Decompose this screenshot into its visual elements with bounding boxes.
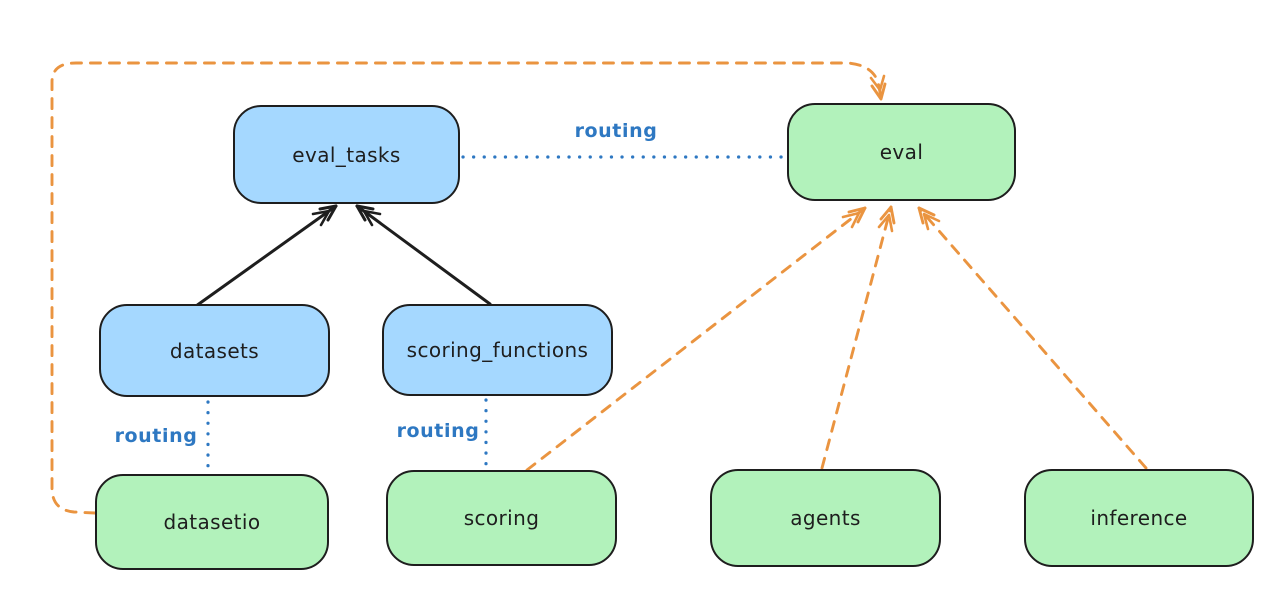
node-datasets: datasets — [99, 304, 330, 397]
node-scoring-functions: scoring_functions — [382, 304, 613, 396]
edge-scoring-functions-to-eval-tasks-arrow — [355, 204, 492, 306]
node-scoring: scoring — [386, 470, 617, 566]
node-scoring-label: scoring — [463, 506, 540, 530]
edge-label-routing-scoring: routing — [396, 420, 480, 442]
node-scoring-functions-label: scoring_functions — [406, 338, 589, 362]
node-agents: agents — [710, 469, 941, 567]
edge-agents-to-eval-dashed-arrow — [820, 205, 896, 470]
edge-label-routing-datasets: routing — [114, 425, 198, 447]
edge-datasetio-to-eval-loop-dashed-arrow — [50, 61, 887, 515]
node-eval-tasks-label: eval_tasks — [292, 142, 401, 167]
node-agents-label: agents — [790, 506, 861, 530]
edge-inference-to-eval-dashed-arrow — [917, 206, 1148, 470]
edge-datasets-to-eval-tasks-arrow — [194, 204, 338, 308]
node-datasetio-label: datasetio — [163, 510, 261, 534]
node-datasetio: datasetio — [95, 474, 329, 570]
node-eval-label: eval — [879, 140, 924, 164]
node-inference-label: inference — [1090, 506, 1188, 530]
node-datasets-label: datasets — [169, 338, 260, 363]
edge-scoring-to-eval-dashed-arrow — [525, 206, 867, 472]
node-eval-tasks: eval_tasks — [233, 105, 460, 204]
node-inference: inference — [1024, 469, 1254, 567]
edge-label-routing-top: routing — [574, 120, 658, 142]
node-eval: eval — [787, 103, 1016, 201]
